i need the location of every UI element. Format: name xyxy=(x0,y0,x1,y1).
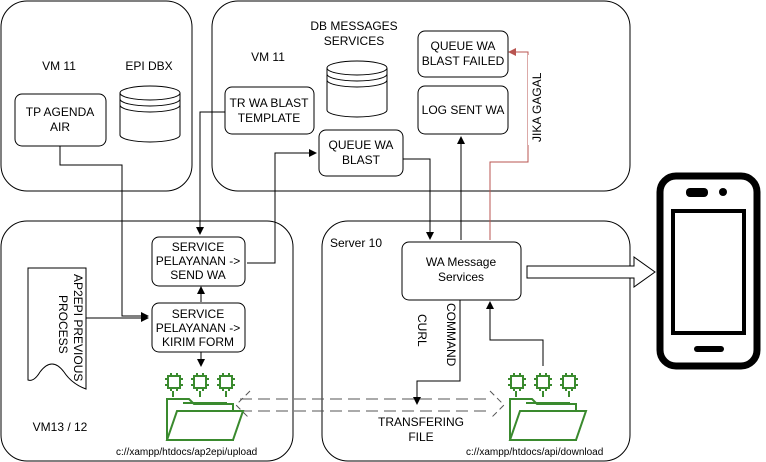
ap2epi-label-1: AP2EPI PREVIOUS xyxy=(71,274,85,381)
edge-sendwa-queueblast xyxy=(247,149,317,264)
curl-label-1: CURL xyxy=(415,314,429,347)
db-messages-title-2: SERVICES xyxy=(324,34,384,48)
vm11-left-title: VM 11 xyxy=(42,59,76,73)
send-wa-label-2: PELAYANAN -> xyxy=(156,254,241,268)
epi-dbx-database-icon xyxy=(119,85,181,143)
server10-title: Server 10 xyxy=(330,236,382,250)
wa-to-phone-arrow xyxy=(526,256,656,288)
jika-gagal-label: JIKA GAGAL xyxy=(530,72,544,142)
vm13-path: c://xampp/htdocs/ap2epi/upload xyxy=(116,447,257,458)
tr-template-label-1: TR WA BLAST xyxy=(230,96,310,110)
wa-services-label-1: WA Message xyxy=(426,255,497,269)
edge-wa-transfer xyxy=(413,300,461,405)
edge-tpagenda-kirimform xyxy=(59,146,149,320)
server10-path: c://xampp/htdocs/api/download xyxy=(466,447,603,458)
tp-agenda-label-2: AIR xyxy=(50,120,70,134)
folder-chip-icon xyxy=(508,373,588,441)
transfer-dashed-arrow xyxy=(235,390,505,420)
kirim-form-label-3: KIRIM FORM xyxy=(162,335,234,349)
tp-agenda-label-1: TP AGENDA xyxy=(26,105,94,119)
edge-folder-wa xyxy=(486,301,544,366)
container-server10 xyxy=(321,220,631,462)
vm11-right-title: VM 11 xyxy=(251,50,285,64)
folder-chip-icon xyxy=(165,373,245,441)
transfer-label-1: TRANSFERING xyxy=(378,415,464,429)
queue-blast-label-1: QUEUE WA xyxy=(329,138,394,152)
node-ap2epi-doc xyxy=(27,267,87,390)
queue-failed-label-1: QUEUE WA xyxy=(431,39,496,53)
edge-template-sendwa xyxy=(196,111,226,235)
jika-gagal-bg xyxy=(528,55,546,145)
db-messages-title-1: DB MESSAGES xyxy=(310,19,397,33)
send-wa-label-1: SERVICE xyxy=(172,240,224,254)
queue-failed-label-2: BLAST FAILED xyxy=(422,54,505,68)
db-messages-database-icon xyxy=(326,60,388,118)
node-queue-blast xyxy=(318,129,404,177)
tr-template-label-2: TEMPLATE xyxy=(238,111,300,125)
transfer-label-2: FILE xyxy=(408,430,433,444)
wa-services-label-2: Services xyxy=(438,270,484,284)
curl-label-2: COMMAND xyxy=(444,303,458,367)
node-queue-failed xyxy=(417,30,509,78)
node-log-sent xyxy=(417,85,509,135)
kirim-form-label-2: PELAYANAN -> xyxy=(156,321,241,335)
edge-wa-queuefailed xyxy=(489,48,529,240)
node-tr-template xyxy=(224,86,315,135)
log-sent-label: LOG SENT WA xyxy=(422,103,505,117)
node-tp-agenda xyxy=(14,93,107,147)
smartphone-icon xyxy=(656,172,761,370)
node-kirim-form xyxy=(151,302,246,353)
edge-queueblast-wa xyxy=(403,158,434,240)
vm13-title: VM13 / 12 xyxy=(33,420,88,434)
ap2epi-label-2: PROCESS xyxy=(56,295,70,354)
kirim-form-label-1: SERVICE xyxy=(172,307,224,321)
send-wa-label-3: SEND WA xyxy=(170,268,226,282)
epi-dbx-label: EPI DBX xyxy=(125,59,172,73)
node-wa-services xyxy=(401,241,522,301)
queue-blast-label-2: BLAST xyxy=(342,153,381,167)
node-send-wa xyxy=(151,236,246,287)
